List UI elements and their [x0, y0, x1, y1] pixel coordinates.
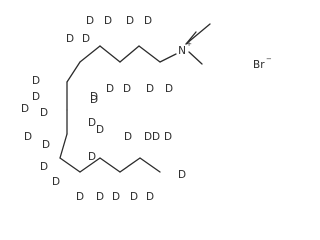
bond-chain	[138, 45, 161, 63]
deuterium-atom-label: D	[40, 107, 48, 119]
deuterium-atom-label: D	[124, 131, 132, 143]
bond-layer	[59, 23, 211, 173]
bromide-charge-label: −	[266, 55, 272, 63]
deuterium-atom-label: D	[112, 191, 120, 203]
nitrogen-atom-label: N	[178, 45, 186, 57]
nitrogen-charge-label: +	[186, 40, 192, 48]
bond-n-c1	[159, 53, 177, 63]
deuterium-atom-label: D	[40, 161, 48, 173]
deuterium-atom-label: D	[24, 131, 32, 143]
deuterium-atom-label: D	[146, 191, 154, 203]
bond-chain	[79, 157, 101, 173]
deuterium-atom-label: D	[21, 103, 29, 115]
deuterium-atom-label: D	[32, 91, 40, 103]
deuterium-atom-label: D	[123, 83, 131, 95]
deuterium-atom-label: D	[130, 191, 138, 203]
bond-chain	[59, 133, 68, 159]
deuterium-atom-label: D	[90, 91, 98, 103]
bond-chain	[59, 157, 81, 173]
bond-chain	[99, 157, 121, 173]
deuterium-atom-label: D	[152, 131, 160, 143]
deuterium-atom-label: D	[76, 191, 84, 203]
deuterium-atom-label: D	[66, 33, 74, 45]
deuterium-atom-label: D	[178, 169, 186, 181]
bond-chain	[99, 45, 121, 63]
bond-chain	[139, 157, 161, 173]
bromide-ion-label: Br	[253, 59, 265, 71]
bond-n-methyl	[185, 23, 211, 45]
deuterium-atom-label: D	[32, 75, 40, 87]
deuterium-atom-label: D	[90, 94, 98, 106]
bond-chain	[119, 45, 140, 63]
bond-chain	[66, 61, 81, 83]
deuterium-atom-label: D	[42, 139, 50, 151]
deuterium-atom-label: D	[96, 124, 104, 136]
deuterium-atom-label: D	[88, 117, 96, 129]
deuterium-atom-label: D	[144, 131, 152, 143]
deuterium-atom-label: D	[52, 176, 60, 188]
deuterium-atom-label: D	[96, 191, 104, 203]
deuterium-atom-label: D	[86, 15, 94, 27]
deuterium-atom-label: D	[106, 83, 114, 95]
deuterium-atom-label: D	[146, 83, 154, 95]
deuterium-atom-label: D	[144, 15, 152, 27]
deuterium-atom-label: D	[104, 15, 112, 27]
deuterium-atom-label: D	[88, 151, 96, 163]
bond-chain	[119, 157, 141, 173]
deuterium-atom-label: D	[82, 33, 90, 45]
bond-chain	[79, 45, 101, 63]
deuterium-atom-label: D	[164, 131, 172, 143]
deuterium-atom-label: D	[165, 83, 173, 95]
deuterium-atom-label: D	[126, 15, 134, 27]
bond-n-methyl	[188, 51, 203, 65]
